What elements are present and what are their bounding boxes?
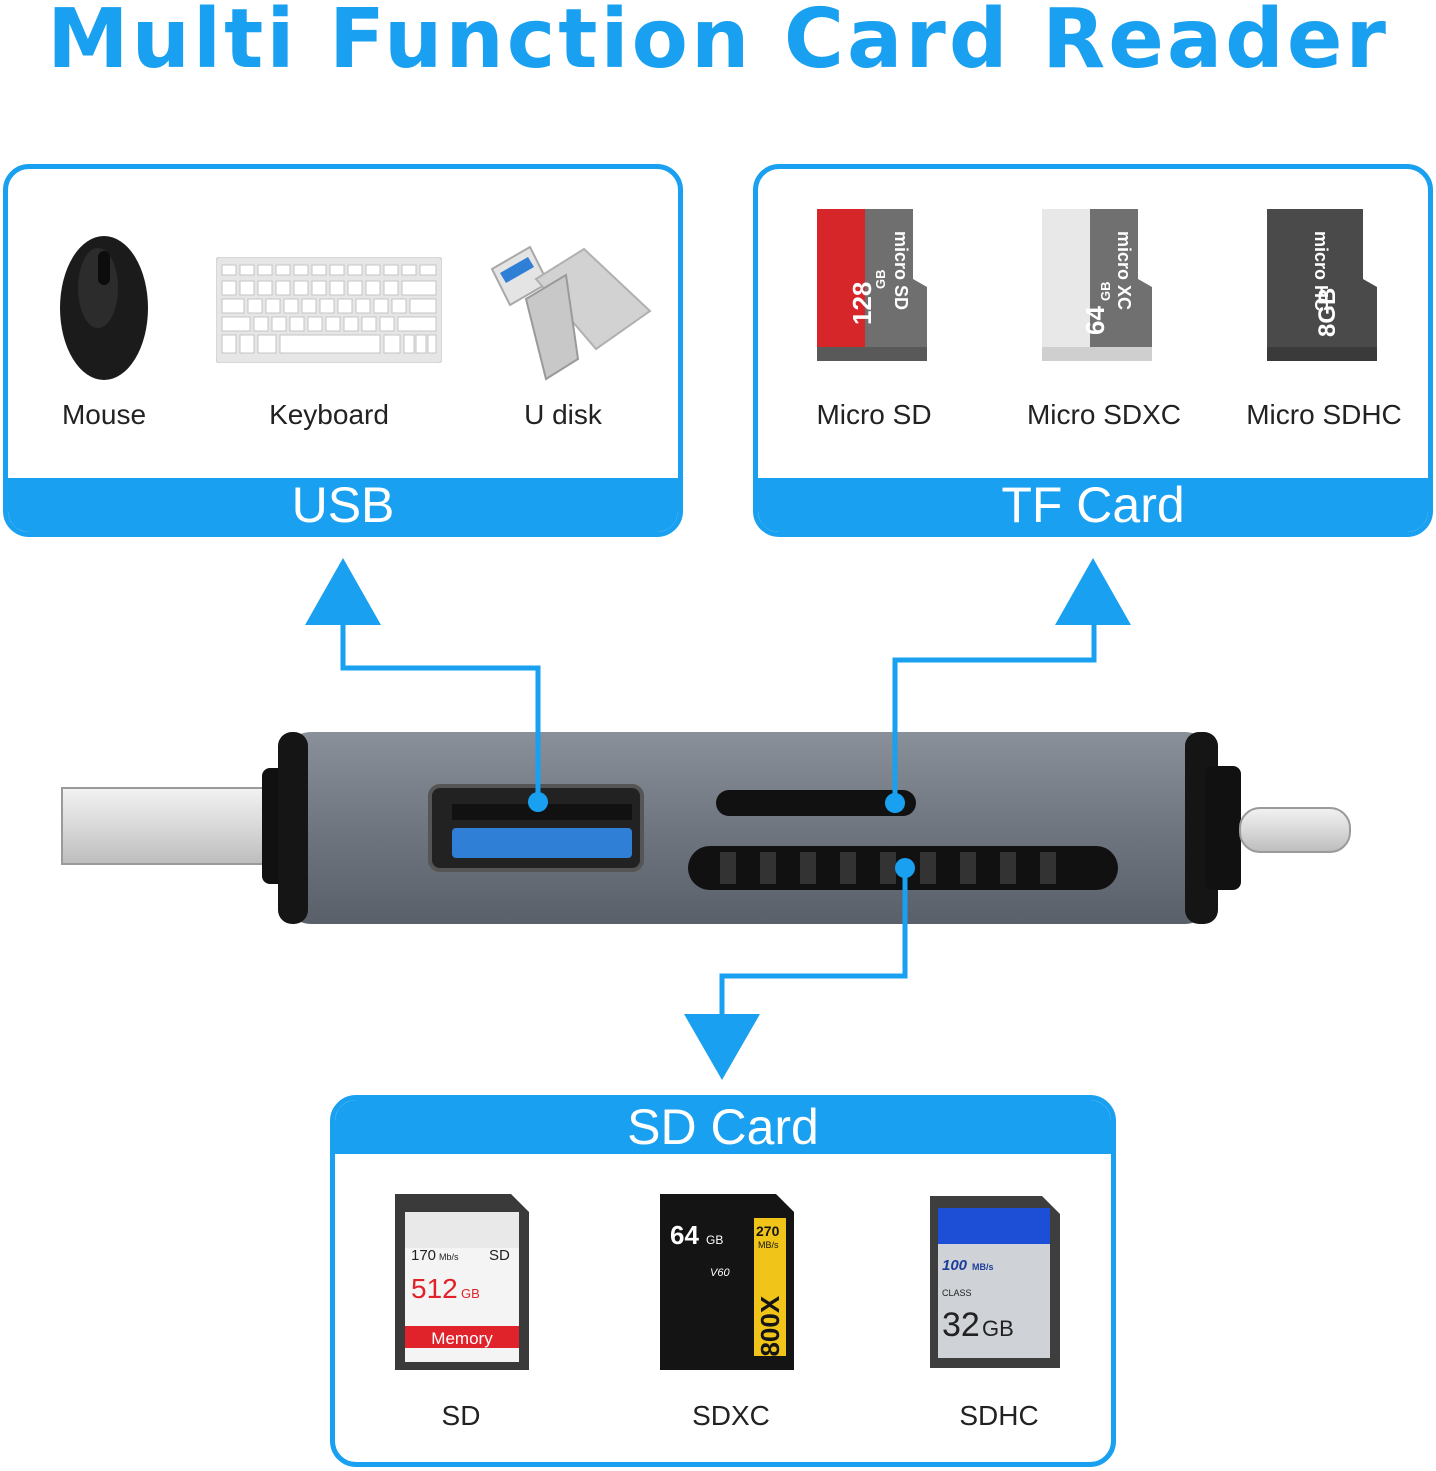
micro-sdhc-card-icon: micro HC 8GB bbox=[1263, 205, 1383, 367]
sd-speed-unit: Mb/s bbox=[439, 1252, 459, 1262]
sdhc-capacity: 32 bbox=[942, 1306, 980, 1344]
tf-item-label-micro-sdxc: Micro SDXC bbox=[1026, 399, 1181, 430]
sd-type: SD bbox=[489, 1247, 510, 1264]
micro-sd-card-icon: micro SD 128 GB bbox=[813, 205, 933, 367]
sdhc-class: CLASS bbox=[942, 1288, 972, 1298]
page-title: Multi Function Card Reader bbox=[47, 0, 1389, 87]
sdhc-card-icon: 100 MB/s CLASS 32 GB bbox=[928, 1194, 1062, 1370]
usb-heading: USB bbox=[8, 478, 678, 532]
usb-item-label-u-disk: U disk bbox=[524, 399, 602, 430]
sd-item-label-sdhc: SDHC bbox=[959, 1400, 1039, 1431]
reader-body bbox=[278, 732, 1218, 924]
usb-connector-line bbox=[340, 622, 541, 800]
sdxc-rating: 1800X bbox=[755, 1295, 785, 1371]
tf-card-panel: micro SD 128 GB micro XC 64 GB micro HC … bbox=[753, 164, 1433, 537]
micro-sdxc-capacity: 64 bbox=[1080, 306, 1110, 335]
micro-sd-unit: GB bbox=[873, 270, 888, 290]
sd-capacity: 512 bbox=[411, 1273, 458, 1304]
keyboard-icon bbox=[216, 257, 442, 363]
usb-item-label-mouse: Mouse bbox=[61, 399, 147, 430]
sd-item-label-sd: SD bbox=[441, 1400, 481, 1431]
sdhc-capacity-unit: GB bbox=[982, 1316, 1014, 1341]
micro-sd-brand: micro SD bbox=[891, 231, 911, 310]
sdhc-speed-unit: MB/s bbox=[972, 1262, 994, 1272]
sd-speed: 170 bbox=[411, 1247, 436, 1264]
sdxc-card-icon: 64 GB 270 MB/s V60 1800X bbox=[658, 1192, 796, 1372]
tf-connector-line bbox=[892, 622, 1097, 802]
micro-sdxc-brand: micro XC bbox=[1114, 231, 1134, 310]
sd-connector-line bbox=[719, 868, 908, 1020]
mouse-icon bbox=[58, 233, 150, 383]
tf-item-label-micro-sd: Micro SD bbox=[816, 399, 932, 430]
sd-card-heading: SD Card bbox=[335, 1100, 1111, 1154]
tf-card-heading: TF Card bbox=[758, 478, 1428, 532]
micro-sdxc-unit: GB bbox=[1098, 282, 1113, 302]
micro-sdxc-card-icon: micro XC 64 GB bbox=[1038, 205, 1158, 367]
micro-sd-capacity: 128 bbox=[847, 282, 877, 325]
sd-item-label-sdxc: SDXC bbox=[692, 1400, 770, 1431]
sd-arrow bbox=[684, 1014, 760, 1080]
reader-right-cap bbox=[1205, 766, 1241, 890]
usb-panel: Mouse Keyboard U disk USB bbox=[3, 164, 683, 537]
sd-card-icon: 170 Mb/s SD 512 GB Memory bbox=[393, 1192, 531, 1372]
usb-flash-drive-icon bbox=[486, 239, 656, 389]
usb-a-plug bbox=[61, 787, 273, 865]
usb-arrow bbox=[305, 558, 381, 625]
micro-sdhc-brand: micro HC bbox=[1311, 231, 1331, 311]
sd-capacity-unit: GB bbox=[461, 1286, 480, 1301]
tf-arrow bbox=[1055, 558, 1131, 625]
sdxc-class: V60 bbox=[710, 1267, 730, 1279]
sdxc-capacity-unit: GB bbox=[706, 1233, 723, 1247]
sdxc-speed: 270 bbox=[756, 1223, 780, 1239]
sd-card-panel: SD Card 170 Mb/s SD 512 GB Memory 64 GB … bbox=[330, 1095, 1116, 1467]
sdhc-speed: 100 bbox=[942, 1257, 968, 1274]
tf-item-label-micro-sdhc: Micro SDHC bbox=[1246, 399, 1402, 430]
sd-band-text: Memory bbox=[431, 1329, 493, 1348]
usb-item-label-keyboard: Keyboard bbox=[269, 399, 389, 430]
usb-c-plug bbox=[1239, 807, 1351, 853]
sdxc-speed-unit: MB/s bbox=[758, 1240, 779, 1250]
micro-sdhc-capacity: 8GB bbox=[1314, 288, 1341, 337]
micro-sd-slot bbox=[716, 790, 916, 816]
sdxc-capacity: 64 bbox=[670, 1220, 699, 1250]
